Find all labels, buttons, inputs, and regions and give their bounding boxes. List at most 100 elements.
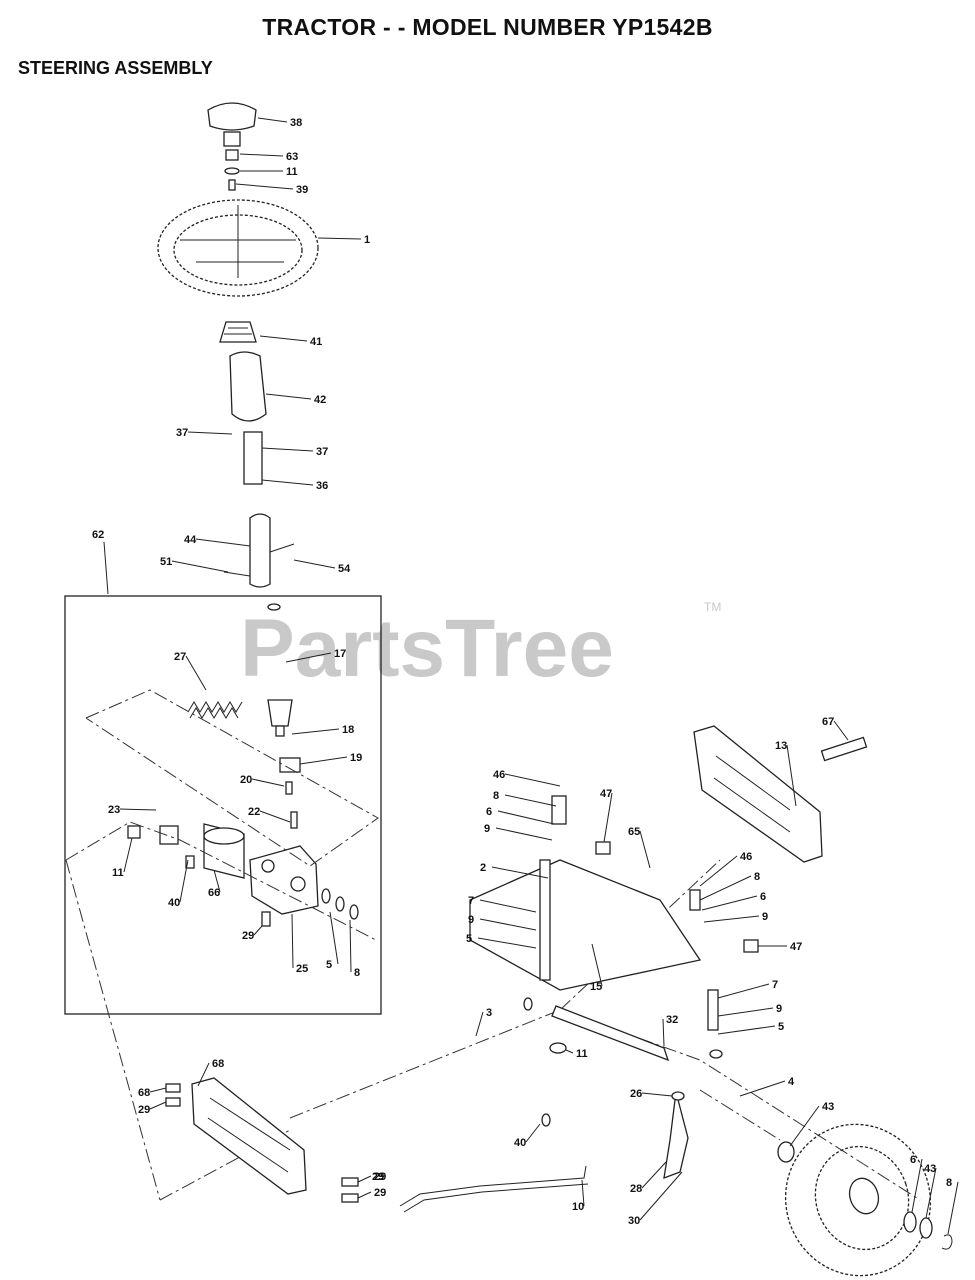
washer-stack-part[interactable]: [321, 888, 359, 920]
wheel-washer-part[interactable]: [777, 1141, 953, 1250]
spindle-left-part[interactable]: [523, 795, 567, 1011]
watermark: PartsTree: [240, 603, 614, 694]
callout-9: 9: [468, 914, 474, 926]
leader-26: [641, 1092, 673, 1097]
frame-plate-left-part[interactable]: [191, 1077, 307, 1195]
callout-6: 6: [760, 891, 766, 903]
callout-68: 68: [138, 1087, 150, 1099]
leader-46: [699, 855, 738, 887]
pinion-part[interactable]: [267, 699, 293, 737]
leader-11: [123, 837, 133, 873]
callout-8: 8: [946, 1177, 952, 1189]
steering-cap-part[interactable]: [207, 102, 257, 147]
leader-1: [317, 237, 362, 240]
leader-18: [291, 728, 340, 735]
leader-4: [739, 1080, 786, 1097]
mounting-bracket-part[interactable]: [249, 845, 319, 915]
callout-4: 4: [788, 1076, 795, 1088]
steering-gear-box: [64, 541, 382, 1015]
callout-9: 9: [776, 1003, 782, 1015]
upper-shaft-part[interactable]: [223, 513, 295, 588]
front-axle-part[interactable]: [469, 859, 702, 991]
callout-37: 37: [176, 427, 188, 439]
callout-43: 43: [924, 1163, 936, 1175]
spindle-right-part[interactable]: [689, 889, 723, 1059]
leader-36: [261, 479, 314, 486]
callout-11: 11: [112, 867, 124, 879]
callout-30: 30: [628, 1215, 640, 1227]
tie-rod-part[interactable]: [399, 1165, 589, 1213]
drag-link-part[interactable]: [549, 1005, 670, 1062]
front-wheel-part[interactable]: [766, 1105, 950, 1280]
leader-13: [786, 744, 797, 807]
leader-40: [179, 859, 189, 903]
leader-29: [149, 1101, 167, 1110]
column-cover-part[interactable]: [229, 351, 267, 422]
leader-37: [187, 431, 233, 435]
callout-5: 5: [326, 959, 332, 971]
leader-7: [717, 983, 770, 999]
callout-7: 7: [468, 895, 474, 907]
callout-2: 2: [480, 862, 486, 874]
ring-part[interactable]: [267, 603, 281, 611]
leader-29: [357, 1175, 372, 1183]
callout-17: 17: [334, 648, 346, 660]
leader-43: [789, 1105, 820, 1147]
leader-51: [171, 560, 229, 573]
leader-19: [299, 756, 348, 765]
leader-46: [504, 773, 561, 787]
steering-wheel-part[interactable]: [157, 199, 319, 297]
spacer-part[interactable]: [165, 1083, 551, 1203]
leader-37: [261, 447, 314, 452]
diagram-title: TRACTOR - - MODEL NUMBER YP1542B: [262, 14, 713, 40]
leader-40: [525, 1123, 541, 1143]
callout-19: 19: [350, 752, 362, 764]
callout-46: 46: [740, 851, 752, 863]
leader-3: [475, 1011, 484, 1037]
leader-66: [213, 869, 221, 893]
link-arm-part[interactable]: [663, 1091, 689, 1180]
leader-20: [251, 778, 285, 787]
shaft-part[interactable]: [243, 431, 263, 485]
callout-29: 29: [374, 1171, 386, 1183]
callout-28: 28: [630, 1183, 642, 1195]
insert-part[interactable]: [228, 179, 236, 191]
callout-9: 9: [484, 823, 490, 835]
nut-part[interactable]: [225, 149, 239, 161]
washer-part[interactable]: [224, 167, 240, 175]
leader-lines: [119, 117, 959, 1235]
callout-5: 5: [466, 933, 472, 945]
callout-22: 22: [248, 806, 260, 818]
callout-20: 20: [240, 774, 252, 786]
callout-7: 7: [772, 979, 778, 991]
leader-17: [285, 652, 332, 663]
frame-plate-right-part[interactable]: [693, 725, 823, 863]
leader-25: [291, 913, 294, 969]
callout-3: 3: [486, 1007, 492, 1019]
leader-9: [495, 827, 553, 841]
leader-15: [591, 943, 603, 987]
bushing-part[interactable]: [159, 823, 245, 879]
callout-11: 11: [286, 166, 298, 178]
bolt-47-part[interactable]: [595, 841, 759, 953]
pivot-pin-part[interactable]: [820, 736, 868, 762]
leader-44: [195, 538, 251, 547]
callout-6: 6: [910, 1154, 916, 1166]
leader-29: [357, 1191, 372, 1199]
leader-29: [253, 925, 263, 936]
gear-part[interactable]: [279, 757, 301, 829]
callout-11: 11: [576, 1048, 588, 1060]
callout-18: 18: [342, 724, 354, 736]
leader-8: [699, 875, 752, 901]
callout-39: 39: [296, 184, 308, 196]
callout-26: 26: [630, 1088, 642, 1100]
spring-part[interactable]: [187, 701, 243, 719]
leader-28: [641, 1161, 667, 1189]
bolt-part[interactable]: [127, 825, 271, 927]
bellows-part[interactable]: [219, 321, 257, 343]
callout-8: 8: [754, 871, 760, 883]
leader-23: [119, 808, 157, 811]
callout-40: 40: [514, 1137, 526, 1149]
callout-29: 29: [372, 1171, 384, 1183]
leader-54: [293, 559, 336, 569]
